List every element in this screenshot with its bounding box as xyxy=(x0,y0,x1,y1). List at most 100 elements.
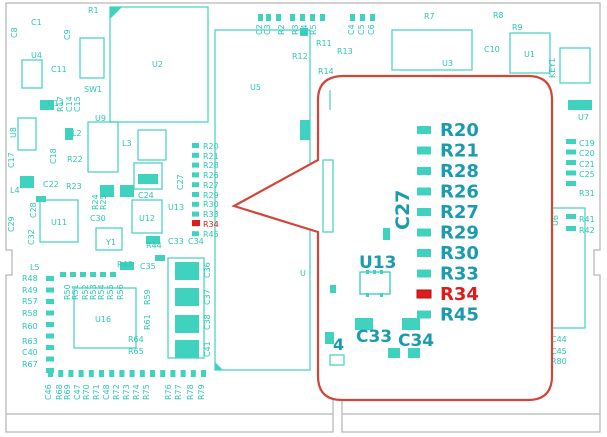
refdes: C18 xyxy=(49,148,58,164)
pad xyxy=(175,315,199,333)
callout-resistor-label: R29 xyxy=(440,223,479,244)
refdes: C45 xyxy=(551,347,567,356)
callout-resistor-label: R26 xyxy=(440,182,479,203)
callout-c27-label: C27 xyxy=(392,190,414,230)
refdes: R17 xyxy=(56,96,65,112)
refdes: R41 xyxy=(579,215,595,224)
pad xyxy=(46,356,54,362)
pad xyxy=(119,370,125,377)
refdes: C9 xyxy=(63,29,72,40)
refdes: R71 xyxy=(92,384,101,400)
refdes: R13 xyxy=(337,47,353,56)
callout-resistor-label: R21 xyxy=(440,141,479,162)
refdes: C27 xyxy=(176,174,185,190)
pad xyxy=(566,160,576,165)
refdes: R20 xyxy=(203,142,219,151)
refdes: C11 xyxy=(51,65,67,74)
refdes: R44 xyxy=(146,241,162,250)
refdes: R1 xyxy=(88,6,99,15)
pad xyxy=(192,152,199,158)
refdes: C8 xyxy=(10,27,19,38)
refdes: C25 xyxy=(579,170,595,179)
pad xyxy=(65,128,73,140)
pad xyxy=(36,196,46,202)
callout-resistor-pad xyxy=(417,208,431,216)
pad xyxy=(566,214,576,219)
pad xyxy=(109,370,115,377)
refdes: R79 xyxy=(197,384,206,400)
zoom-callout: C27 U13 C33 C34 4 R20R21R28R26R27R29R30R… xyxy=(231,74,554,402)
pad xyxy=(139,370,145,377)
refdes: R30 xyxy=(203,200,219,209)
pad xyxy=(566,139,576,144)
refdes: R21 xyxy=(203,152,219,161)
refdes: C24 xyxy=(138,191,154,200)
refdes: R28 xyxy=(203,161,219,170)
pad xyxy=(46,310,54,316)
refdes: SW1 xyxy=(84,85,102,94)
callout-resistor-label: R30 xyxy=(440,243,479,264)
pad xyxy=(120,262,134,270)
pad xyxy=(192,182,199,188)
pad xyxy=(192,192,199,197)
refdes: C14 xyxy=(65,96,74,112)
refdes: C33 xyxy=(168,237,184,246)
refdes: L2 xyxy=(72,129,82,138)
pad xyxy=(290,14,295,21)
refdes: R70 xyxy=(82,384,91,400)
pad xyxy=(192,143,199,148)
refdes: R23 xyxy=(66,182,82,191)
callout-resistor-pad xyxy=(417,310,431,319)
pad xyxy=(58,370,64,377)
refdes: C15 xyxy=(73,96,82,112)
pad xyxy=(566,226,576,231)
refdes: R8 xyxy=(493,11,504,20)
pad xyxy=(70,272,76,277)
refdes: R59 xyxy=(143,289,152,305)
refdes: R77 xyxy=(174,384,183,400)
pad xyxy=(370,14,375,21)
refdes: C41 xyxy=(203,341,212,357)
pad xyxy=(566,181,576,186)
refdes: R12 xyxy=(292,52,308,61)
refdes: L3 xyxy=(122,139,132,148)
refdes: U5 xyxy=(250,83,261,92)
refdes: C13 xyxy=(48,99,64,108)
pad xyxy=(80,272,86,277)
pad xyxy=(120,185,134,197)
pad xyxy=(258,14,263,21)
pad xyxy=(180,370,186,377)
refdes: R48 xyxy=(22,274,38,283)
refdes: U12 xyxy=(139,214,155,223)
pad xyxy=(100,272,106,277)
refdes: C48 xyxy=(102,384,111,400)
pad xyxy=(46,345,54,350)
refdes: R55 xyxy=(106,284,115,300)
refdes: C6 xyxy=(367,24,376,35)
refdes: R25 xyxy=(99,194,108,210)
refdes: C37 xyxy=(203,289,212,305)
refdes: C1 xyxy=(31,18,42,27)
refdes: U7 xyxy=(578,113,589,122)
refdes: R57 xyxy=(22,297,38,306)
callout-resistor-pad xyxy=(416,289,432,299)
refdes: C30 xyxy=(90,214,106,223)
refdes: U2 xyxy=(152,60,163,69)
pad xyxy=(175,288,199,306)
pad xyxy=(46,333,54,339)
refdes: R26 xyxy=(203,171,219,180)
pad xyxy=(110,272,116,277)
refdes: C20 xyxy=(579,149,595,158)
refdes: R51 xyxy=(71,284,80,300)
callout-resistor-label: R20 xyxy=(440,120,479,141)
refdes: R74 xyxy=(132,384,141,400)
refdes: C35 xyxy=(140,262,156,271)
pad xyxy=(150,370,155,377)
refdes: KEY1 xyxy=(548,58,557,78)
board-refdes: R1 C1 C8 C9 U4 C11 SW1 U2 U5 U3 U1 KEY1 … xyxy=(7,6,595,400)
pad xyxy=(192,172,199,178)
callout-resistor-pad xyxy=(417,187,431,196)
refdes: R9 xyxy=(512,23,523,32)
refdes: L4 xyxy=(10,186,20,195)
refdes: R73 xyxy=(122,384,131,400)
